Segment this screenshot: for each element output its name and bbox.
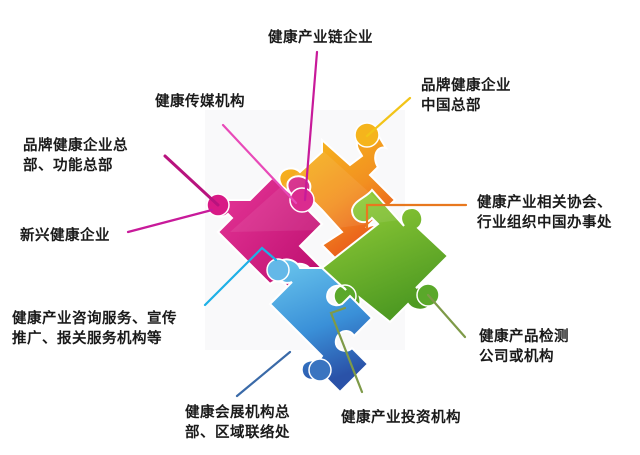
blue-puzzle-piece <box>266 258 374 394</box>
label-line: 推广、报关服务机构等 <box>12 331 162 347</box>
line-consulting <box>203 246 278 307</box>
label-line: 行业组织中国办事处 <box>477 215 612 231</box>
line-media <box>221 123 298 205</box>
label-health-media: 健康传媒机构 <box>155 92 245 112</box>
label-line: 健康产业相关协会、 <box>477 195 612 211</box>
line-brand-hq <box>163 154 220 207</box>
label-line: 品牌健康企业总 <box>23 138 128 154</box>
label-investment-institutions: 健康产业投资机构 <box>341 408 461 428</box>
label-line: 中国总部 <box>421 98 481 114</box>
label-brand-hq: 品牌健康企业总 部、功能总部 <box>23 136 128 176</box>
label-emerging-enterprises: 新兴健康企业 <box>20 226 110 246</box>
line-industry-chain <box>303 50 319 202</box>
label-line: 公司或机构 <box>479 349 554 365</box>
label-brand-china-hq: 品牌健康企业 中国总部 <box>421 76 511 116</box>
label-consulting-services: 健康产业咨询服务、宣传 推广、报关服务机构等 <box>12 309 177 349</box>
label-line: 部、区域联络处 <box>185 425 290 441</box>
line-investment <box>329 306 364 394</box>
line-emerging <box>126 208 214 234</box>
label-exhibition-hq: 健康会展机构总 部、区域联络处 <box>185 403 290 443</box>
label-line: 健康产业投资机构 <box>341 410 461 426</box>
label-industry-associations: 健康产业相关协会、 行业组织中国办事处 <box>477 193 612 233</box>
gloss-highlight <box>230 150 400 232</box>
callout-lines <box>126 50 468 398</box>
line-testing <box>426 293 467 339</box>
label-line: 健康产业咨询服务、宣传 <box>12 311 177 327</box>
line-exhibition <box>235 350 292 398</box>
label-industry-chain-enterprises: 健康产业链企业 <box>268 28 373 48</box>
line-brand-china-hq <box>365 96 412 138</box>
label-product-testing: 健康产品检测 公司或机构 <box>479 327 569 367</box>
label-line: 部、功能总部 <box>23 158 113 174</box>
label-line: 健康会展机构总 <box>185 405 290 421</box>
line-associations <box>365 203 468 230</box>
label-line: 健康传媒机构 <box>155 94 245 110</box>
label-line: 品牌健康企业 <box>421 78 511 94</box>
label-line: 健康产业链企业 <box>268 30 373 46</box>
label-line: 健康产品检测 <box>479 329 569 345</box>
label-line: 新兴健康企业 <box>20 228 110 244</box>
